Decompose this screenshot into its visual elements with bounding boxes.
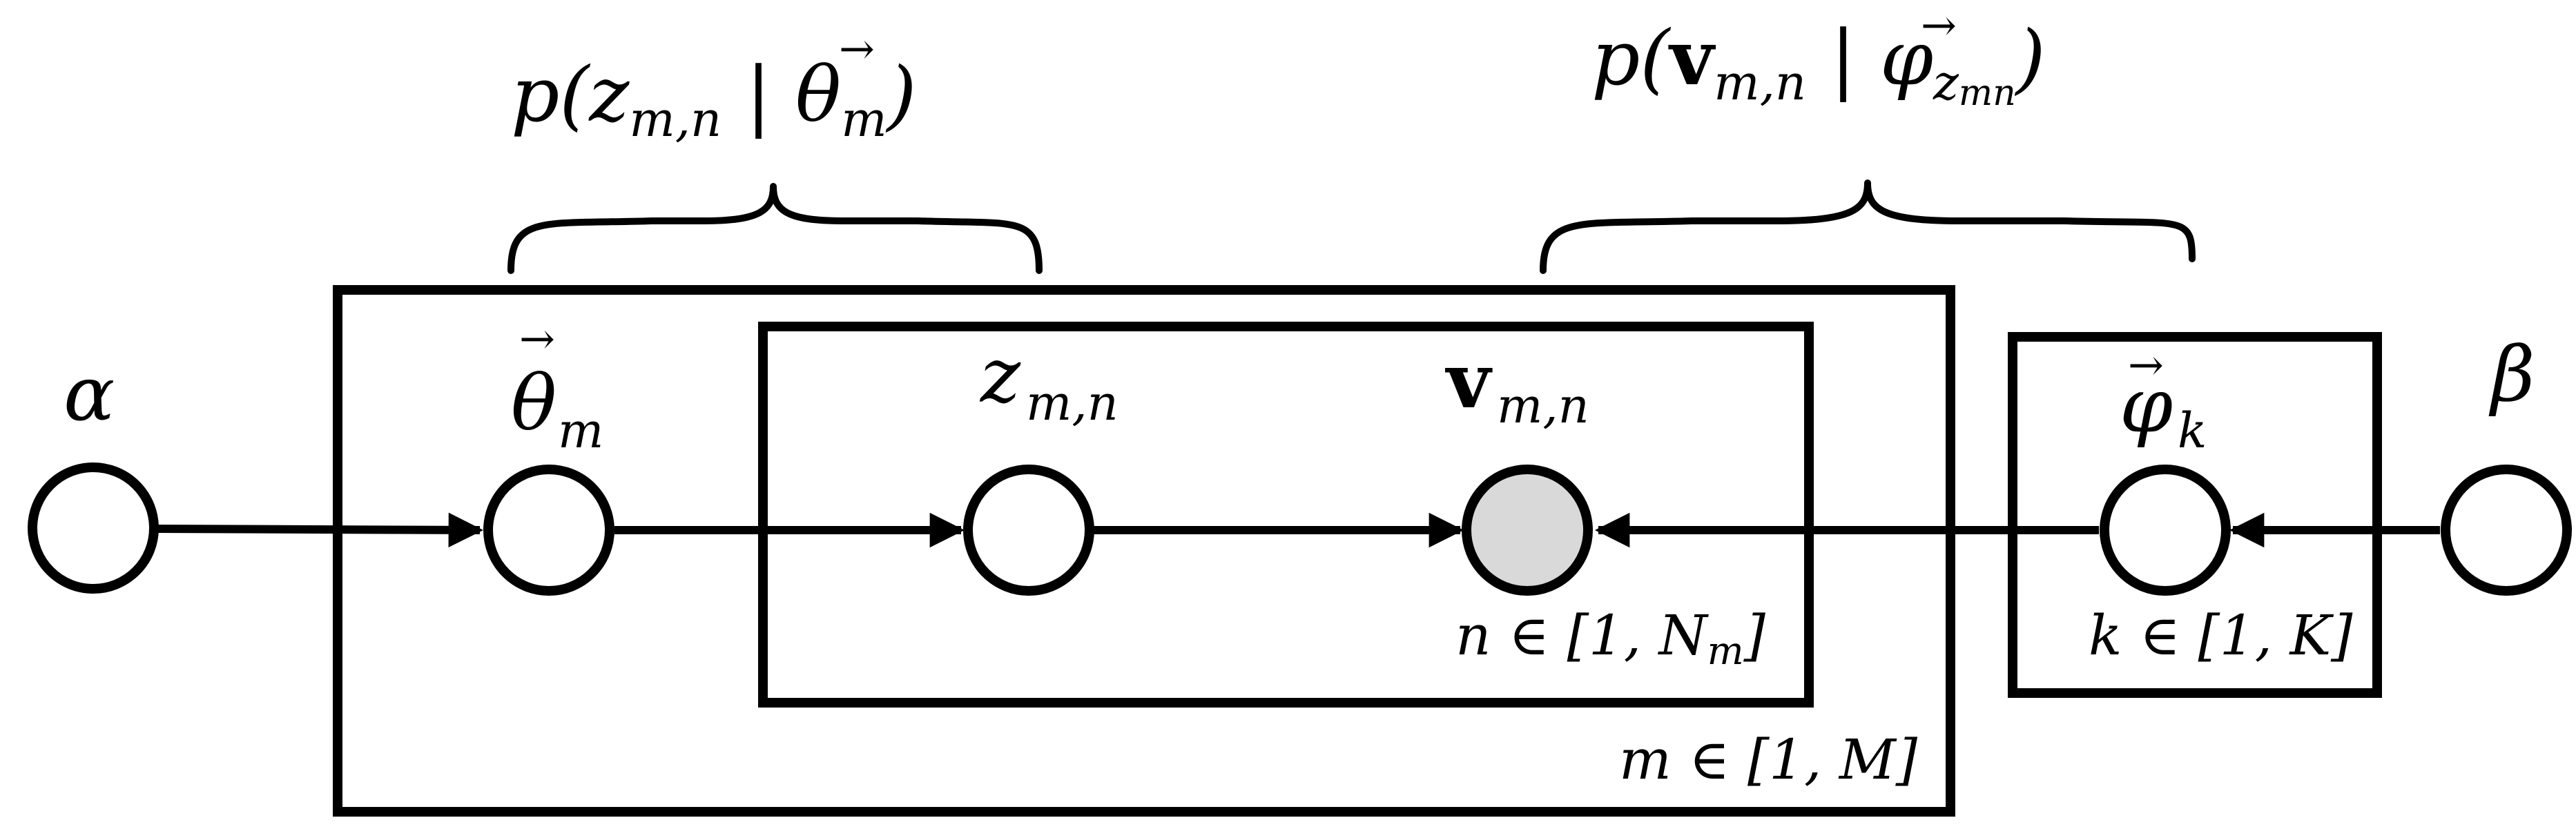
topic-assignment-cond: θ: [795, 50, 841, 139]
v-subscript: m,n: [1497, 378, 1589, 434]
beta-node: [2441, 465, 2572, 596]
topic-plate: [2008, 332, 2382, 698]
v-phi-brace: [1540, 179, 2196, 274]
topic-assignment-var-sub: m,n: [629, 91, 722, 148]
phi-symbol: φ: [2120, 361, 2173, 449]
theta-z-brace: [507, 183, 1043, 274]
word-emission-cond-subsub: mn: [1959, 72, 2016, 114]
topic-assignment-prefix: p(: [511, 50, 590, 139]
z-node: [963, 465, 1094, 596]
topic-plate-label: k ∈ [1, K]: [2089, 603, 2353, 668]
word-emission-bar: |: [1806, 14, 1880, 102]
topic-assignment-cond-arrow: →: [839, 23, 875, 74]
phi-vector-arrow: →: [2128, 340, 2164, 390]
v-symbol: v: [1445, 336, 1493, 425]
word-plate-label-subscript: m: [1707, 629, 1744, 674]
word-plate: [758, 322, 1814, 708]
word-emission-formula: p(vm,n | φzmn): [1591, 13, 2046, 114]
word-emission-var: v: [1668, 13, 1716, 102]
theta-symbol: θ: [511, 359, 556, 447]
alpha-node: [28, 462, 159, 594]
alpha-label: α: [64, 349, 115, 438]
word-emission-prefix: p(: [1591, 14, 1671, 102]
word-emission-cond: φ: [1880, 14, 1933, 102]
z-subscript: m,n: [1026, 375, 1118, 431]
theta-vector-arrow: →: [519, 313, 555, 364]
topic-assignment-bar: |: [722, 50, 795, 139]
theta-label: → θ m: [511, 313, 603, 459]
word-plate-label-base: n ∈ [1, N: [1455, 603, 1710, 668]
topic-assignment-close: ): [886, 50, 917, 139]
z-label: z m,n: [979, 331, 1118, 431]
phi-label: → φ k: [2120, 340, 2207, 459]
word-plate-label: n ∈ [1, Nm]: [1455, 603, 1766, 674]
v-node-observed: [1462, 465, 1593, 596]
word-emission-cond-sub: z: [1933, 55, 1959, 111]
word-emission-cond-arrow: →: [1921, 0, 1957, 50]
v-label: v m,n: [1445, 336, 1589, 434]
topic-assignment-cond-sub: m: [841, 91, 887, 148]
word-plate-label-close: ]: [1743, 603, 1766, 668]
topic-assignment-formula: p(zm,n | θm): [511, 50, 917, 148]
z-symbol: z: [979, 331, 1021, 420]
word-emission-close: ): [2015, 14, 2046, 102]
phi-node: [2100, 465, 2231, 596]
phi-subscript: k: [2178, 402, 2207, 459]
theta-subscript: m: [558, 402, 603, 459]
theta-node: [483, 465, 614, 596]
beta-label: β: [2488, 330, 2535, 418]
topic-assignment-var: z: [588, 50, 630, 139]
document-plate-label: m ∈ [1, M]: [1619, 728, 1918, 792]
edge-alpha-theta: [157, 512, 484, 548]
word-emission-var-sub: m,n: [1714, 55, 1806, 111]
document-plate: [333, 285, 1955, 817]
